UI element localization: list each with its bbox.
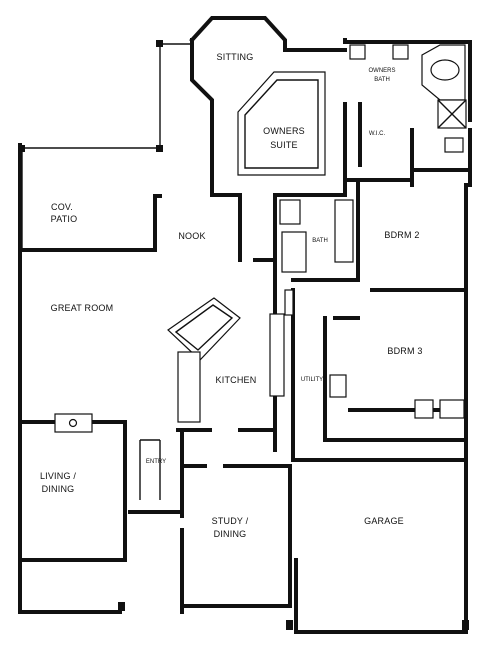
- label-study-dining-line1: STUDY /: [212, 516, 249, 526]
- label-bdrm3: BDRM 3: [387, 346, 422, 356]
- label-owners-suite-line1: OWNERS: [263, 126, 305, 136]
- entry-details: [139, 439, 161, 500]
- label-utility: UTILITY: [301, 377, 323, 383]
- label-owners-suite-line2: SUITE: [270, 140, 298, 150]
- bdrm3-bath-fixtures: [329, 374, 465, 419]
- label-owners-bath-line2: BATH: [374, 77, 390, 83]
- label-bdrm2: BDRM 2: [384, 230, 419, 240]
- label-bath: BATH: [312, 238, 328, 244]
- label-living-dining-line2: DINING: [42, 484, 75, 494]
- exterior-walls: [18, 16, 472, 634]
- label-wic: W.I.C.: [369, 131, 386, 137]
- label-study-dining-line2: DINING: [214, 529, 247, 539]
- patio-outline: [21, 43, 192, 250]
- label-garage: GARAGE: [364, 516, 404, 526]
- label-cov-patio-line1: COV.: [51, 202, 73, 212]
- label-owners-bath-line1: OWNERS: [369, 68, 396, 74]
- label-entry: ENTRY: [146, 459, 166, 465]
- label-great-room: GREAT ROOM: [51, 303, 114, 313]
- kitchen-fixtures: [167, 289, 294, 423]
- label-living-dining-line1: LIVING /: [40, 471, 76, 481]
- fireplace: [54, 413, 93, 433]
- owners-bath-fixtures: [349, 44, 467, 153]
- hall-bath-fixtures: [279, 199, 354, 273]
- label-nook: NOOK: [178, 231, 205, 241]
- owners-suite-bed: [237, 71, 326, 176]
- label-cov-patio-line2: PATIO: [51, 214, 78, 224]
- label-sitting: SITTING: [217, 52, 254, 62]
- label-kitchen: KITCHEN: [216, 375, 257, 385]
